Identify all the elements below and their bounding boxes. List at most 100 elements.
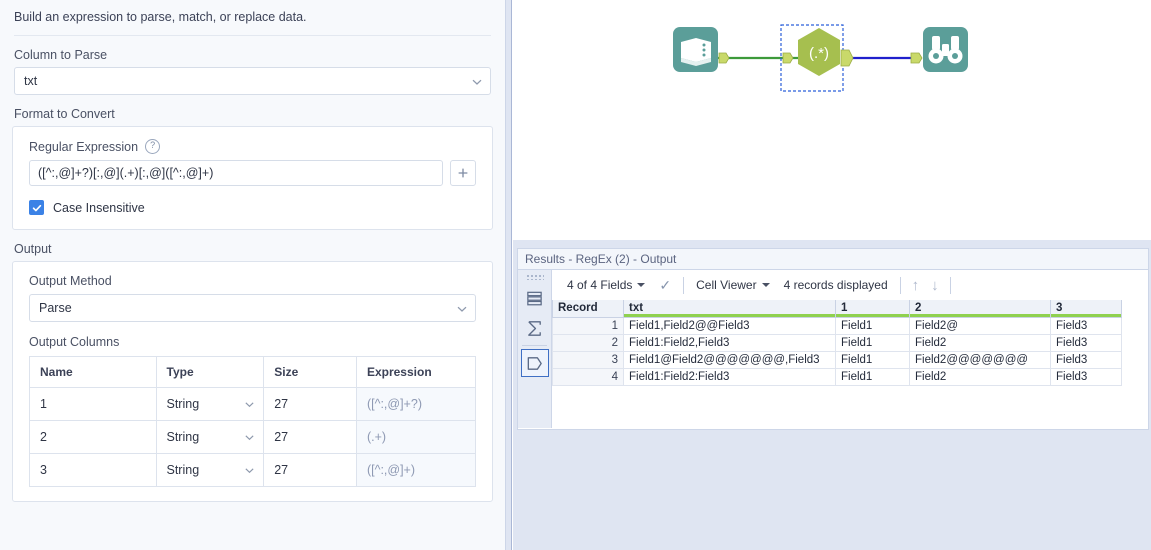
regex-tool: (.*) <box>780 24 854 92</box>
grid-cell-txt[interactable]: Field1@Field2@@@@@@@,Field3 <box>623 350 836 369</box>
oc-name-cell[interactable]: 1 <box>29 387 157 421</box>
toolbar-divider <box>899 276 901 294</box>
grid-cell-record: 1 <box>552 316 624 335</box>
results-grid: Record txt 1 2 3 1 Field1,Field2@@Field3… <box>552 300 1122 386</box>
regex-input-value: ([^:,@]+?)[:,@](.+)[:,@]([^:,@]+) <box>38 166 214 180</box>
header-divider <box>14 35 491 36</box>
results-body: 4 of 4 Fields ✓ Cell Viewer 4 records di… <box>517 270 1149 430</box>
cell-viewer-selector[interactable]: Cell Viewer <box>689 278 776 292</box>
input-anchor <box>782 52 794 64</box>
browse-tool <box>910 27 968 72</box>
oc-type-value: String <box>166 463 200 477</box>
grid-cell-txt[interactable]: Field1:Field2,Field3 <box>623 333 836 352</box>
regular-expression-label-row: Regular Expression ? <box>29 139 476 154</box>
tool-configuration-panel: Build an expression to parse, match, or … <box>0 0 505 550</box>
grid-cell-2[interactable]: Field2 <box>909 333 1051 352</box>
grid-cell-record: 2 <box>552 333 624 352</box>
output-method-select[interactable]: Parse <box>29 294 476 322</box>
arrow-up-icon[interactable]: ↑ <box>911 276 920 294</box>
case-insensitive-row[interactable]: Case Insensitive <box>29 200 476 215</box>
column-to-parse-label: Column to Parse <box>14 48 108 62</box>
grid-cell-2[interactable]: Field2@ <box>909 316 1051 335</box>
workflow-canvas[interactable]: (.*) <box>513 0 1151 240</box>
grid-cell-3[interactable]: Field3 <box>1050 316 1122 335</box>
output-method-value: Parse <box>39 301 72 315</box>
grid-cell-1[interactable]: Field1 <box>835 350 910 369</box>
chevron-down-icon <box>244 432 255 443</box>
oc-expression-cell: ([^:,@]+?) <box>355 387 477 421</box>
table-row[interactable]: 2 String 27 (.+) <box>29 420 477 454</box>
output-columns-header-row: Name Type Size Expression <box>29 356 477 388</box>
grid-cell-txt[interactable]: Field1,Field2@@Field3 <box>623 316 836 335</box>
grid-cell-record: 3 <box>552 350 624 369</box>
config-header-text: Build an expression to parse, match, or … <box>14 10 307 24</box>
plus-icon <box>458 168 468 178</box>
toolbar-divider <box>949 276 951 294</box>
column-to-parse-value: txt <box>24 74 38 88</box>
grid-cell-1[interactable]: Field1 <box>835 316 910 335</box>
oc-size-cell[interactable]: 27 <box>263 453 357 487</box>
sigma-summary-icon[interactable] <box>521 314 549 342</box>
question-mark-circle-icon[interactable]: ? <box>145 139 161 154</box>
oc-expression-cell: ([^:,@]+) <box>355 453 477 487</box>
output-columns-table: Name Type Size Expression 1 String <box>29 356 477 487</box>
oc-name-cell[interactable]: 3 <box>29 453 157 487</box>
oc-header-size: Size <box>263 356 357 388</box>
regex-input[interactable]: ([^:,@]+?)[:,@](.+)[:,@]([^:,@]+) <box>29 160 443 186</box>
chevron-down-icon <box>637 283 646 287</box>
add-expression-button[interactable] <box>450 160 476 186</box>
case-insensitive-label: Case Insensitive <box>53 200 145 215</box>
oc-type-cell[interactable]: String <box>155 453 265 487</box>
oc-size-cell[interactable]: 27 <box>263 387 357 421</box>
grid-cell-3[interactable]: Field3 <box>1050 333 1122 352</box>
grid-cell-2[interactable]: Field2@@@@@@@ <box>909 350 1051 369</box>
grid-header-1[interactable]: 1 <box>835 300 910 318</box>
grid-cell-1[interactable]: Field1 <box>835 367 910 386</box>
column-to-parse-select[interactable]: txt <box>14 67 491 95</box>
regular-expression-label: Regular Expression <box>29 139 139 154</box>
apply-fields-button[interactable]: ✓ <box>652 278 678 292</box>
chevron-down-icon <box>471 76 482 87</box>
grid-header-3[interactable]: 3 <box>1050 300 1122 318</box>
format-to-convert-label: Format to Convert <box>14 107 115 121</box>
table-row[interactable]: 2 Field1:Field2,Field3 Field1 Field2 Fie… <box>552 333 1122 352</box>
oc-size-cell[interactable]: 27 <box>263 420 357 454</box>
grid-header-record[interactable]: Record <box>552 300 624 318</box>
checkmark-icon <box>32 204 41 211</box>
fields-selector[interactable]: 4 of 4 Fields <box>560 278 652 292</box>
grid-header-txt[interactable]: txt <box>623 300 836 318</box>
table-row[interactable]: 1 String 27 ([^:,@]+?) <box>29 387 477 421</box>
grid-header-2[interactable]: 2 <box>909 300 1051 318</box>
output-anchor <box>718 52 730 64</box>
grid-cell-1[interactable]: Field1 <box>835 333 910 352</box>
oc-type-value: String <box>166 430 200 444</box>
grid-cell-2[interactable]: Field2 <box>909 367 1051 386</box>
panel-splitter[interactable] <box>505 0 512 550</box>
oc-name-cell[interactable]: 2 <box>29 420 157 454</box>
output-method-label: Output Method <box>29 274 112 288</box>
table-row[interactable]: 1 Field1,Field2@@Field3 Field1 Field2@ F… <box>552 316 1122 335</box>
grid-cell-3[interactable]: Field3 <box>1050 367 1122 386</box>
arrow-down-icon[interactable]: ↓ <box>931 276 939 294</box>
table-row[interactable]: 4 Field1:Field2:Field3 Field1 Field2 Fie… <box>552 367 1122 386</box>
grid-cell-txt[interactable]: Field1:Field2:Field3 <box>623 367 836 386</box>
table-row[interactable]: 3 String 27 ([^:,@]+) <box>29 453 477 487</box>
regex-tool-label: (.*) <box>809 45 829 62</box>
chevron-down-icon <box>761 283 770 287</box>
table-row[interactable]: 3 Field1@Field2@@@@@@@,Field3 Field1 Fie… <box>552 350 1122 369</box>
output-shape-icon[interactable] <box>520 349 549 377</box>
checkmark-icon: ✓ <box>659 277 672 293</box>
grid-cell-3[interactable]: Field3 <box>1050 350 1122 369</box>
data-grid-icon[interactable] <box>521 284 549 312</box>
drag-grip-icon[interactable] <box>525 274 544 280</box>
case-insensitive-checkbox[interactable] <box>29 200 44 215</box>
results-grid-area: 4 of 4 Fields ✓ Cell Viewer 4 records di… <box>552 270 1148 429</box>
results-title: Results - RegEx (2) - Output <box>517 248 1149 270</box>
grid-cell-record: 4 <box>552 367 624 386</box>
output-columns-label: Output Columns <box>29 335 120 349</box>
oc-type-cell[interactable]: String <box>155 420 265 454</box>
oc-type-cell[interactable]: String <box>155 387 265 421</box>
oc-header-type: Type <box>155 356 265 388</box>
oc-header-expression: Expression <box>355 356 477 388</box>
